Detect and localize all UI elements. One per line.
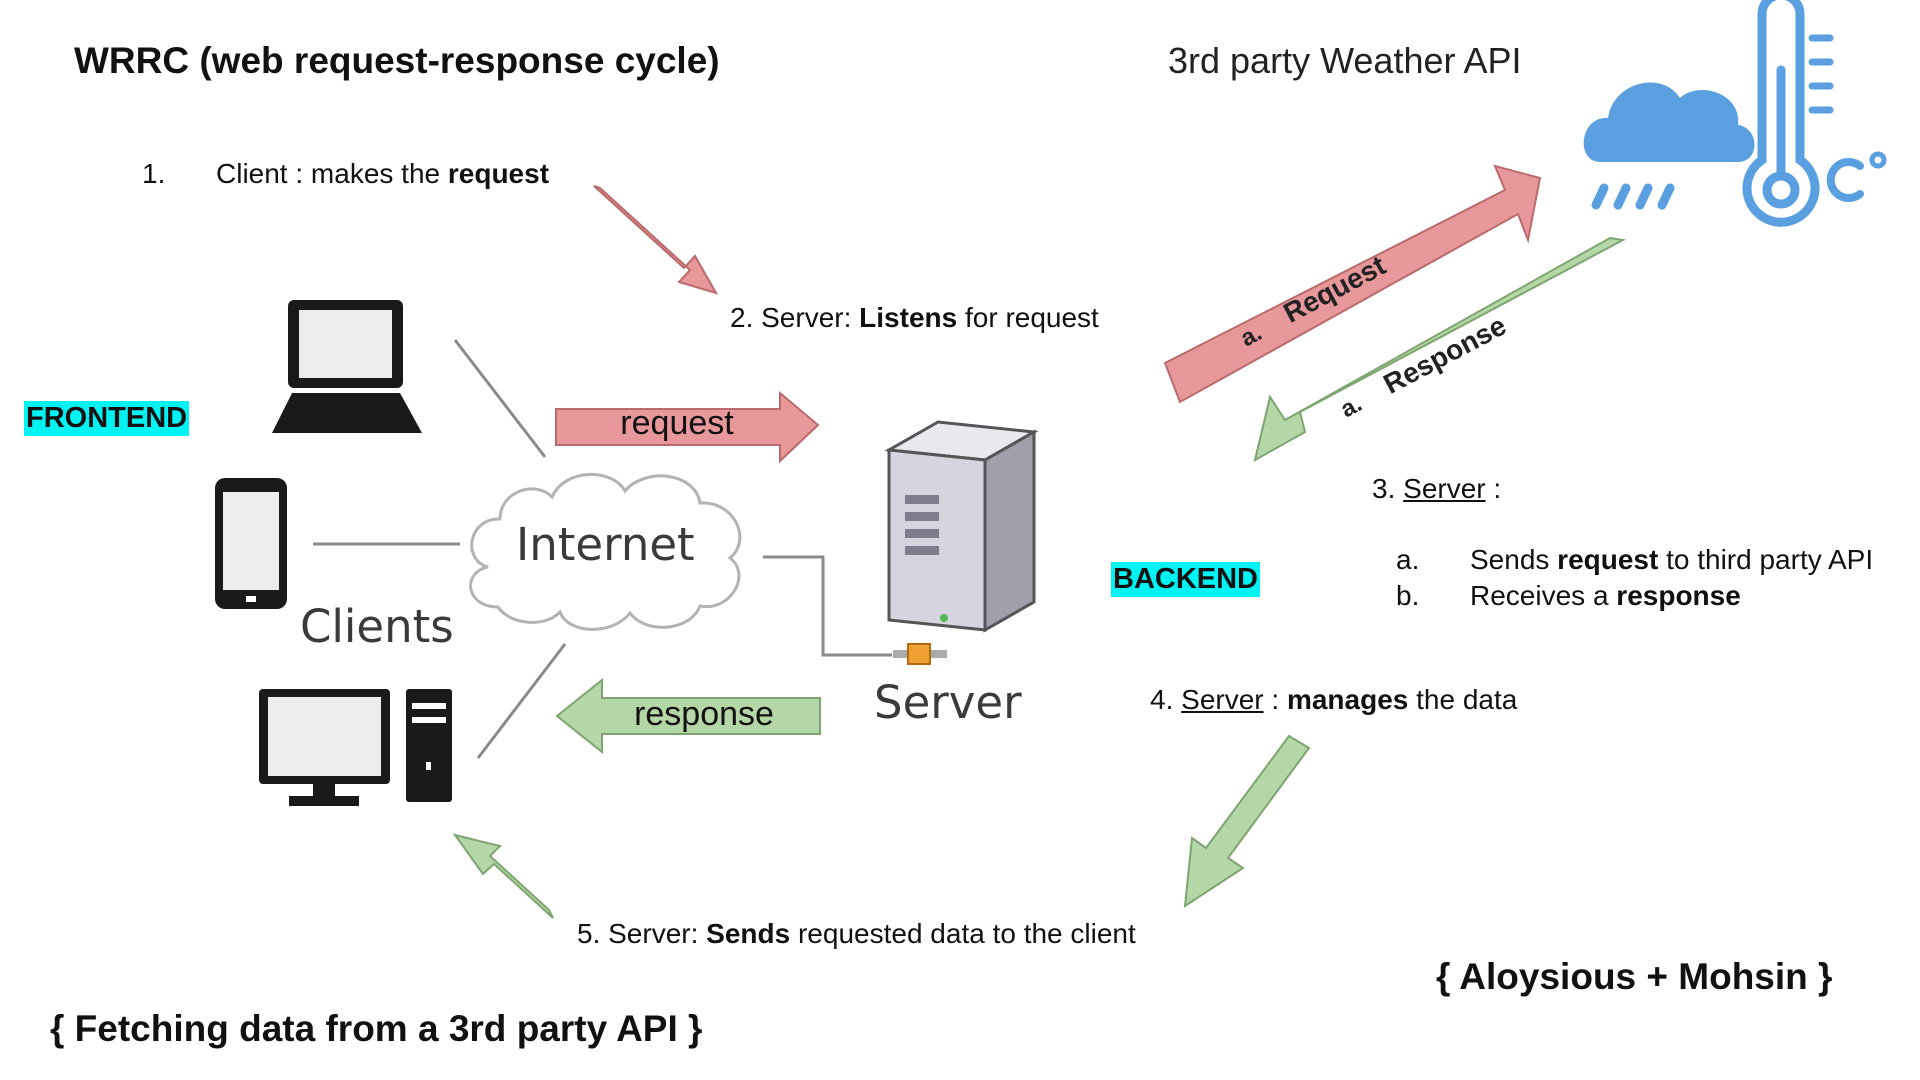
step-5-bold: Sends <box>706 918 791 949</box>
server-label: Server <box>874 676 1022 729</box>
internet-label: Internet <box>516 518 695 571</box>
step-1-number: 1. <box>142 158 166 189</box>
step-4-post: the data <box>1408 684 1518 715</box>
clients-label: Clients <box>300 600 454 653</box>
api-response-arrow <box>1253 236 1627 462</box>
server-line <box>763 555 892 657</box>
footer-fetching: { Fetching data from a 3rd party API } <box>50 1008 703 1049</box>
step-3a-pre: Sends <box>1470 544 1558 575</box>
step-3-server: Server <box>1403 473 1486 504</box>
step-3b-letter: b. <box>1396 580 1420 611</box>
laptop-line <box>453 339 547 458</box>
response-arrow-label: response <box>634 695 774 733</box>
step-3a-text: Sends request to third party API <box>1470 544 1873 576</box>
step-3a-post: to third party API <box>1658 544 1874 575</box>
step-4-bold: manages <box>1286 684 1409 715</box>
weather-icon <box>1583 0 1887 227</box>
step-4-mid: : <box>1263 684 1287 715</box>
manage-data-arrow <box>1183 734 1311 908</box>
step-2-text: 2. Server: Listens for request <box>730 302 1099 334</box>
step-5-text: 5. Server: Sends requested data to the c… <box>577 918 1136 950</box>
step-4-text: 4. Server : manages the data <box>1150 684 1517 716</box>
api-response-letter: a. <box>1336 390 1366 423</box>
step-3-number: 3. <box>1372 473 1404 504</box>
request-arrow <box>555 390 820 464</box>
step-1-text: Client : makes the request <box>216 158 549 190</box>
page-title: WRRC (web request-response cycle) <box>74 40 720 81</box>
step-3b-bold: response <box>1616 580 1741 611</box>
backend-tag: BACKEND <box>1111 562 1260 597</box>
footer-authors: { Aloysious + Mohsin } <box>1436 956 1833 997</box>
step-2-bold: Listens <box>859 302 958 333</box>
frontend-tag: FRONTEND <box>24 401 190 436</box>
request-arrow-label: request <box>620 404 734 442</box>
api-request-label-group: a. Request <box>1236 250 1390 353</box>
send-to-client-arrow <box>452 833 554 919</box>
step-2-post: for request <box>957 302 1099 333</box>
laptop-icon <box>272 300 422 433</box>
response-arrow <box>555 677 821 755</box>
network-lines <box>313 339 892 759</box>
api-title: 3rd party Weather API <box>1168 40 1522 81</box>
step-3-post: : <box>1485 473 1502 504</box>
server-icon <box>884 420 1039 665</box>
desktop-line <box>476 643 567 759</box>
step-5-pre: 5. Server: <box>577 918 707 949</box>
api-response-label: Response <box>1378 310 1511 400</box>
internet-cloud <box>469 472 742 631</box>
api-response-label-group: a. Response <box>1336 310 1511 424</box>
phone-icon <box>215 478 287 609</box>
api-request-arrow <box>1163 164 1542 404</box>
step-3a-letter: a. <box>1396 544 1420 575</box>
step-4-server: Server <box>1181 684 1264 715</box>
step-1-bold: request <box>447 158 550 189</box>
step-1-pre: Client : makes the <box>216 158 448 189</box>
step-2-pre: 2. Server: <box>730 302 860 333</box>
client-request-arrow <box>593 185 719 295</box>
step-3b-text: Receives a response <box>1470 580 1741 612</box>
step-5-post: requested data to the client <box>790 918 1136 949</box>
step-3b-pre: Receives a <box>1470 580 1617 611</box>
step-4-number: 4. <box>1150 684 1182 715</box>
desktop-icon <box>259 689 452 806</box>
step-3a-bold: request <box>1557 544 1659 575</box>
step-3-text: 3. Server : <box>1372 473 1501 505</box>
